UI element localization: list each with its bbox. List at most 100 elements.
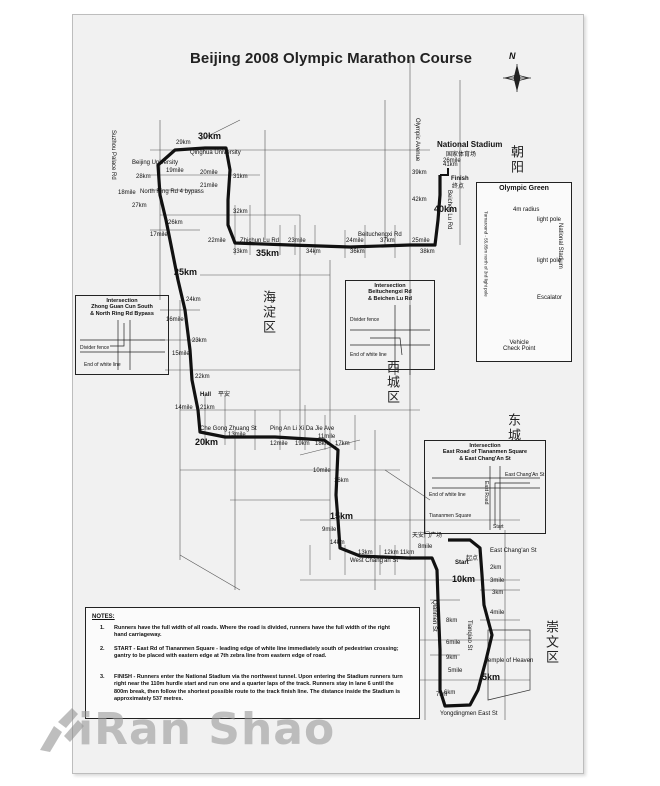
label-che-gong-zhuang: Che Gong Zhuang St (200, 426, 257, 432)
inset-label: light pole (537, 258, 562, 264)
inset-label: Divider fence (350, 317, 380, 323)
km-marker: 15km (330, 511, 354, 521)
label-west-changan: West Chang'an St (350, 558, 399, 564)
beituchengxi-drawing (350, 305, 430, 375)
km-marker: 18km (315, 441, 330, 447)
label-hall-cn: 平安 (218, 391, 231, 398)
km-marker: 34km (306, 249, 321, 255)
mile-marker: 10mile (313, 468, 331, 474)
inset-label: End of white line (350, 352, 387, 358)
inset-olympic-green: Olympic Green 4m radius light pole light… (476, 182, 572, 362)
inset-tiananmen: Intersection East Road of Tiananmen Squa… (424, 440, 546, 534)
label-beituchengxi: Beituchengxi Rd (358, 232, 402, 238)
note-text: START - East Rd of Tiananmen Square - le… (114, 646, 399, 660)
inset-label: 4m radius (513, 207, 540, 213)
label-beichen-lu: Beichen Lu Rd (446, 190, 452, 230)
label-yongdingmen: Yongdingmen East St (440, 711, 498, 717)
km-marker: 30km (198, 131, 222, 141)
km-marker: 2km (490, 565, 502, 571)
label-temple-of-heaven: Temple of Heaven (485, 658, 534, 664)
km-marker: 22km (195, 374, 210, 380)
label-suzhou-palace-rd: Suzhou Palace Rd (110, 130, 116, 180)
km-marker: 25km (174, 267, 198, 277)
km-marker: 29km (176, 140, 191, 146)
km-marker: 40km (434, 204, 458, 214)
district-xicheng: 西城区 (384, 360, 399, 405)
label-qinghua: Qinghua University (190, 150, 241, 156)
label-qianmen: Qianmen St (431, 600, 437, 632)
km-marker: 8km (446, 618, 458, 624)
district-dongcheng: 东城 (505, 413, 520, 443)
km-marker: 36km (350, 249, 365, 255)
mile-marker: 24mile (346, 238, 364, 244)
mile-marker: 21mile (200, 183, 218, 189)
note-number: 2. (100, 646, 105, 652)
mile-marker: 14mile (175, 405, 193, 411)
label-olympic-avenue: Olympic Avenue (414, 118, 420, 162)
notes-heading: NOTES: (92, 614, 115, 620)
inset-label: End of white line (429, 492, 466, 498)
km-marker: 11km (400, 550, 415, 556)
note-text: Runners have the full width of all roads… (114, 625, 390, 639)
inset-olympic-green-title: Olympic Green (499, 185, 549, 192)
km-marker: 9km (446, 655, 458, 661)
km-marker: 38km (420, 249, 435, 255)
inset-label: Escalator (537, 295, 563, 301)
km-marker: 17km (335, 441, 350, 447)
mile-marker: 23mile (288, 238, 306, 244)
label-finish: Finish (451, 176, 469, 182)
mile-marker: 25mile (412, 238, 430, 244)
mile-marker: 4mile (490, 610, 505, 616)
km-marker: 41km (443, 162, 458, 168)
note-item: 2. START - East Rd of Tiananmen Square -… (100, 646, 400, 670)
mile-marker: 26mile (443, 158, 461, 164)
district-chaoyang: 朝阳 (508, 145, 523, 175)
km-marker: 27km (132, 203, 147, 209)
inset-tiananmen-title: Intersection East Road of Tiananmen Squa… (442, 443, 528, 462)
km-marker: 39km (412, 170, 427, 176)
mile-marker: 3mile (490, 578, 505, 584)
inset-label: End of white line (84, 362, 121, 368)
mile-marker: 13mile (228, 432, 246, 438)
watermark-logo-icon (40, 708, 84, 752)
label-start: Start (455, 560, 469, 566)
km-marker: 24km (186, 297, 201, 303)
km-marker: 7km (436, 692, 448, 698)
km-marker: 14km (330, 540, 345, 546)
inset-label: Vehicle Check Point (503, 340, 536, 352)
label-tianqiao: Tianqiao St (466, 620, 472, 651)
inset-zhongguancun: Intersection Zhong Guan Cun South & Nort… (75, 295, 169, 375)
mile-marker: 16mile (166, 317, 184, 323)
district-chongwen: 崇文区 (543, 620, 558, 665)
finish-arrow (440, 168, 449, 176)
mile-marker: 20mile (200, 170, 218, 176)
km-marker: 32km (233, 209, 248, 215)
note-text: FINISH - Runners enter the National Stad… (114, 674, 403, 703)
km-marker: 23km (192, 338, 207, 344)
zhongguancun-drawing (80, 320, 165, 370)
label-finish-cn: 终点 (452, 183, 465, 190)
km-marker: 28km (136, 174, 151, 180)
temple-of-heaven-outline (487, 629, 531, 701)
mile-marker: 19mile (166, 168, 184, 174)
map-title: Beijing 2008 Olympic Marathon Course (190, 50, 473, 67)
km-marker: 6km (444, 690, 456, 696)
inset-label: National Stadium (557, 223, 563, 269)
mile-marker: 12mile (270, 441, 288, 447)
km-marker: 3km (492, 590, 504, 596)
district-haidian: 海淀区 (260, 290, 275, 335)
km-marker: 33km (233, 249, 248, 255)
inset-label: Turnaround - 55.85m north of 3rd light p… (483, 211, 489, 297)
km-marker: 42km (412, 197, 427, 203)
km-marker: 35km (256, 248, 280, 258)
km-marker: 21km (200, 405, 215, 411)
mile-marker: 8mile (418, 544, 433, 550)
km-marker: 10km (452, 574, 476, 584)
label-start-cn: 起点 (466, 555, 479, 562)
label-hall: Hall (200, 392, 212, 398)
label-beijing-univ: Beijing University (132, 160, 179, 166)
km-marker: 13km (358, 550, 373, 556)
label-north-ring-bypass: North Ring Rd 4 bypass (140, 189, 204, 195)
mile-marker: 11mile (318, 434, 336, 440)
